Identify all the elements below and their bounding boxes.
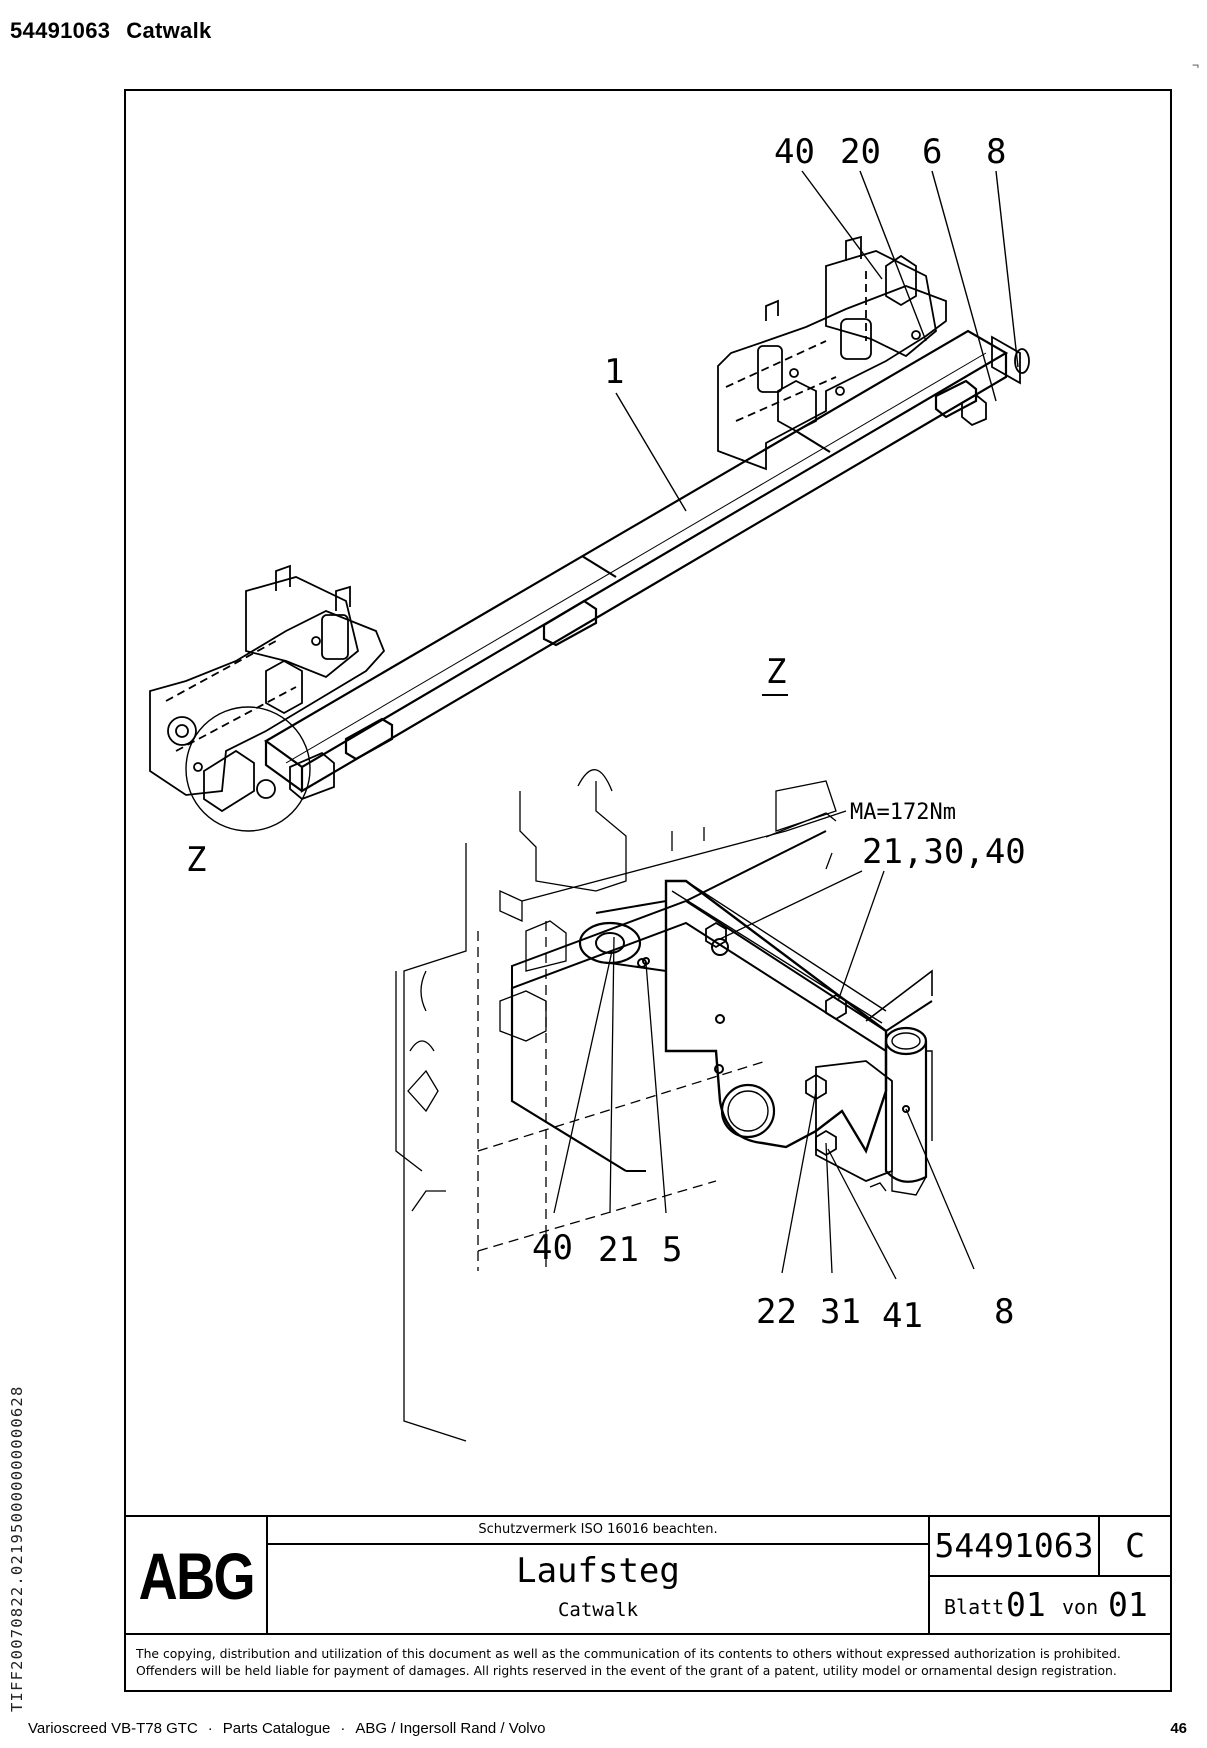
view-label-z: Z — [766, 652, 786, 692]
title-block-middle: Schutzvermerk ISO 16016 beachten. Laufst… — [268, 1517, 930, 1635]
callout-31-bottom: 31 — [820, 1292, 861, 1332]
sheet-info: Blatt 01 von 01 — [930, 1577, 1170, 1635]
torque-parts: 21,30,40 — [862, 832, 1026, 872]
sheet-total: 01 — [1108, 1585, 1148, 1624]
title-block: ABG Schutzvermerk ISO 16016 beachten. La… — [126, 1515, 1170, 1635]
right-frame-assembly — [717, 235, 947, 471]
callout-8-bottom: 8 — [994, 1292, 1014, 1332]
footer-doc-type: Parts Catalogue — [222, 1720, 331, 1737]
left-frame-assembly — [149, 564, 386, 813]
callout-5-mid: 5 — [662, 1230, 682, 1270]
detail-z-view — [395, 769, 933, 1442]
callout-21-mid: 21 — [598, 1230, 639, 1270]
catwalk-beam — [263, 329, 1009, 793]
detail-label-z: Z — [186, 840, 206, 880]
drawing-number: 54491063 — [930, 1517, 1100, 1577]
sheet-number: 01 — [1006, 1585, 1046, 1624]
sheet-label: Blatt — [944, 1595, 1005, 1619]
title-english: Catwalk — [557, 1599, 639, 1621]
page-number: 46 — [1170, 1720, 1187, 1737]
callout-1: 1 — [604, 352, 624, 392]
callout-8-top: 8 — [986, 132, 1006, 172]
footer-product: Varioscreed VB-T78 GTC — [28, 1720, 198, 1737]
callout-40-top: 40 — [774, 132, 815, 172]
page-footer: Varioscreed VB-T78 GTC·Parts Catalogue·A… — [28, 1720, 546, 1737]
side-code: TIFF20070822.021950000000000628 — [8, 1385, 26, 1713]
title-german: Laufsteg — [516, 1551, 680, 1591]
callout-22-bottom: 22 — [756, 1292, 797, 1332]
revision: C — [1100, 1517, 1170, 1577]
technical-drawing: 40 20 6 8 — [149, 132, 1030, 1442]
detail-circle-z — [185, 706, 311, 832]
torque-note: MA=172Nm — [850, 800, 956, 825]
abg-logo: ABG — [126, 1517, 268, 1635]
copyright-notice: The copying, distribution and utilizatio… — [126, 1633, 1170, 1692]
header-title: Catwalk — [126, 18, 212, 43]
drawing-frame: 40 20 6 8 — [124, 89, 1172, 1692]
right-beam-end — [961, 335, 1030, 427]
title-block-right: 54491063 C Blatt 01 von 01 — [930, 1517, 1170, 1635]
of-label: von — [1062, 1595, 1099, 1619]
corner-mark: ¬ — [1192, 58, 1200, 72]
protection-note: Schutzvermerk ISO 16016 beachten. — [268, 1517, 928, 1545]
callout-41-bottom: 41 — [882, 1296, 923, 1336]
footer-maker: ABG / Ingersoll Rand / Volvo — [355, 1720, 546, 1737]
callout-40-mid: 40 — [532, 1228, 573, 1268]
callout-6-top: 6 — [922, 132, 942, 172]
header-part-number: 54491063 — [10, 18, 111, 43]
callout-20-top: 20 — [840, 132, 881, 172]
page-header: 54491063 Catwalk — [10, 18, 212, 44]
